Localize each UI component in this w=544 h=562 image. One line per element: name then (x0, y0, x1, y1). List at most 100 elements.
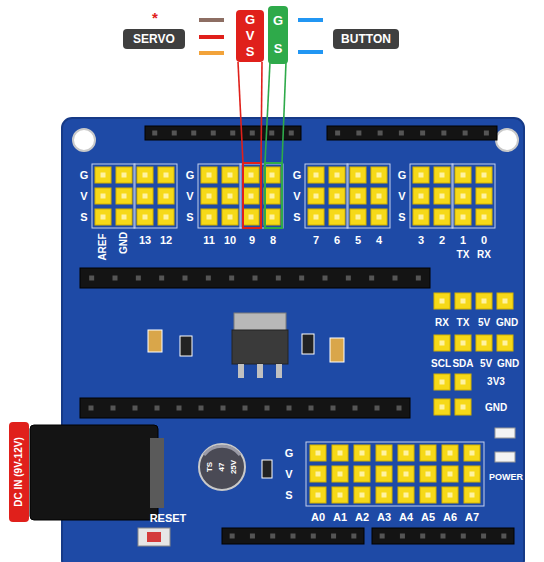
header-pin (455, 374, 471, 390)
analog-pin-label: A1 (333, 512, 347, 523)
servo-wire (199, 35, 224, 39)
pin-center (335, 173, 340, 178)
header-pin (332, 466, 348, 482)
pin-row-label: V (293, 191, 300, 202)
pin-center (440, 173, 445, 178)
header-pin (350, 188, 366, 204)
header-pin (95, 209, 111, 225)
header-pin (329, 167, 345, 183)
pin-block-outline (306, 442, 484, 506)
pin-center (270, 173, 275, 178)
smd-resistor (180, 336, 192, 356)
pin-row-label: G (80, 170, 89, 181)
analog-pin-label: A5 (421, 512, 435, 523)
pin-row-label: V (186, 191, 193, 202)
header-pin (455, 188, 471, 204)
led (495, 428, 515, 438)
header-pin (308, 188, 324, 204)
header-pin (243, 167, 259, 183)
header-pin (455, 209, 471, 225)
node-text: G S (271, 7, 285, 63)
leader-line (261, 62, 262, 163)
pin-number: 5 (355, 235, 361, 246)
pin-center (404, 472, 409, 477)
capacitor-marking: 47 (218, 463, 226, 472)
socket-hole (397, 406, 402, 411)
pin-center (461, 341, 466, 346)
socket-hole (291, 534, 296, 539)
header-socket (80, 268, 430, 288)
socket-hole (199, 406, 204, 411)
pin-center (207, 215, 212, 220)
header-pin (222, 188, 238, 204)
header-pin (95, 167, 111, 183)
pin-center (461, 299, 466, 304)
pin-number: 11 (203, 235, 215, 246)
analog-pin-label: A6 (443, 512, 457, 523)
pin-center (143, 194, 148, 199)
pin-center (404, 451, 409, 456)
header-pin (371, 188, 387, 204)
button-badge: BUTTON (333, 29, 399, 49)
header-pin (434, 188, 450, 204)
pin-number: 4 (376, 235, 382, 246)
header-pin (308, 209, 324, 225)
socket-hole (463, 131, 468, 136)
pin-center (440, 194, 445, 199)
header-pin (376, 445, 392, 461)
pin-center (426, 472, 431, 477)
regulator-tab (234, 313, 286, 331)
socket-hole (380, 534, 385, 539)
analog-pin-label: A4 (399, 512, 413, 523)
pin-center (377, 215, 382, 220)
socket-hole (269, 131, 274, 136)
pin-center (356, 215, 361, 220)
socket-hole (501, 534, 506, 539)
header-pin (350, 167, 366, 183)
pin-center (461, 405, 466, 410)
header-pin (371, 167, 387, 183)
pin-label: GND (485, 403, 507, 413)
pin-label: SCL (431, 359, 451, 369)
header-pin (476, 293, 492, 309)
pin-number: 13 (139, 235, 151, 246)
pin-label: TX (457, 318, 470, 328)
required-mark: * (152, 10, 158, 25)
pin-center (419, 215, 424, 220)
pin-label: RX (435, 318, 449, 328)
header-pin (264, 188, 280, 204)
node-text: G V S (243, 12, 257, 60)
header-pin (442, 466, 458, 482)
pin-row-label: S (293, 212, 300, 223)
analog-pin-label: A0 (311, 512, 325, 523)
socket-hole (206, 276, 211, 281)
header-pin (116, 188, 132, 204)
header-pin (310, 466, 326, 482)
socket-hole (191, 131, 196, 136)
header-pin (354, 445, 370, 461)
header-pin (434, 335, 450, 351)
header-pin (420, 466, 436, 482)
button-wire (298, 50, 323, 54)
reset-button (138, 528, 170, 546)
header-pin (354, 487, 370, 503)
pin-center (338, 472, 343, 477)
pin-center (122, 173, 127, 178)
dc-jack (30, 425, 158, 520)
socket-hole (177, 406, 182, 411)
header-pin (434, 167, 450, 183)
pin-center (316, 493, 321, 498)
servo-wire (199, 51, 224, 55)
smd-capacitor (148, 330, 162, 352)
header-pin (354, 466, 370, 482)
pin-center (426, 451, 431, 456)
header-pin (464, 487, 480, 503)
pin-center (338, 493, 343, 498)
pin-center (426, 493, 431, 498)
pin-center (482, 341, 487, 346)
node-text: BUTTON (341, 29, 391, 49)
header-pin (332, 487, 348, 503)
pin-number: 0 (481, 235, 487, 246)
